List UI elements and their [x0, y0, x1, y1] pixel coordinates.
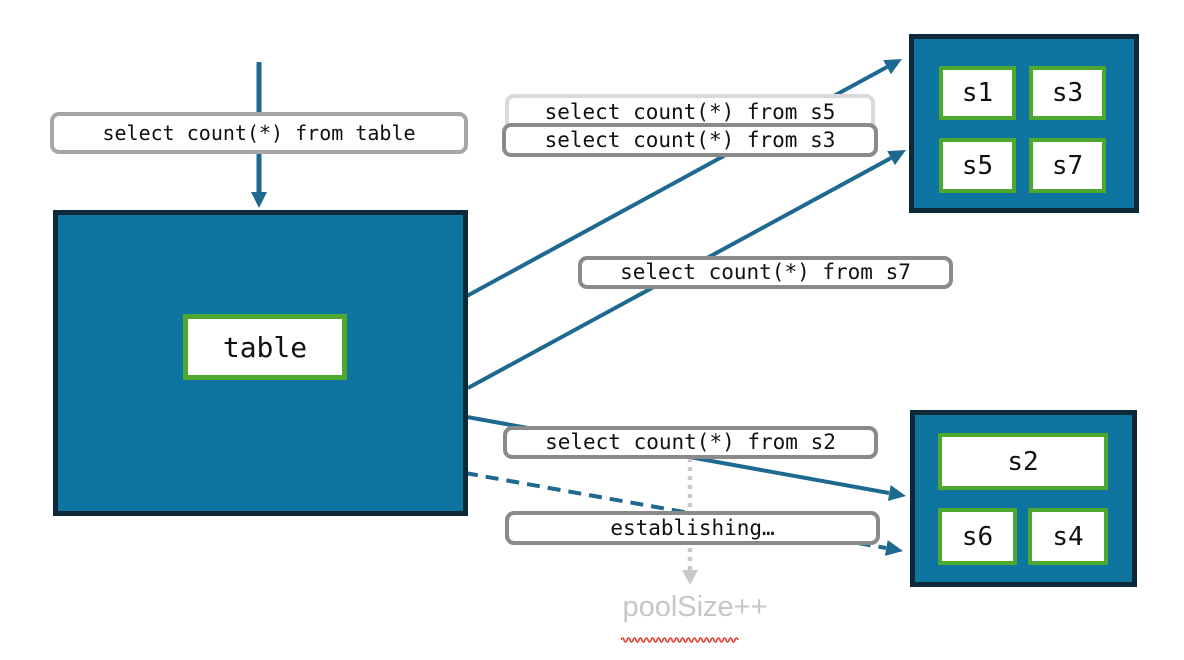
- shard-s1: s1: [939, 66, 1016, 120]
- poolsize-text: poolSize++: [622, 591, 768, 623]
- shard-s6: s6: [938, 508, 1017, 565]
- status-label-establishing: establishing…: [505, 511, 880, 545]
- table-node: table: [53, 210, 468, 516]
- shard-group-bottom: s2 s6 s4: [910, 410, 1137, 587]
- shard-s3: s3: [1029, 66, 1106, 120]
- query-label-table: select count(*) from table: [50, 112, 468, 154]
- table-box: table: [183, 314, 347, 380]
- spellcheck-squiggle: [621, 637, 739, 643]
- query-label-s7: select count(*) from s7: [578, 256, 953, 289]
- shard-group-top: s1 s3 s5 s7: [909, 34, 1139, 213]
- arrow-establishing-dashed: [464, 471, 903, 556]
- shard-s2: s2: [938, 433, 1108, 490]
- query-label-s3: select count(*) from s3: [502, 123, 878, 157]
- shard-s7: s7: [1029, 138, 1106, 193]
- query-label-s2: select count(*) from s2: [503, 426, 878, 459]
- shard-s4: s4: [1028, 508, 1108, 565]
- shard-s5: s5: [939, 138, 1016, 193]
